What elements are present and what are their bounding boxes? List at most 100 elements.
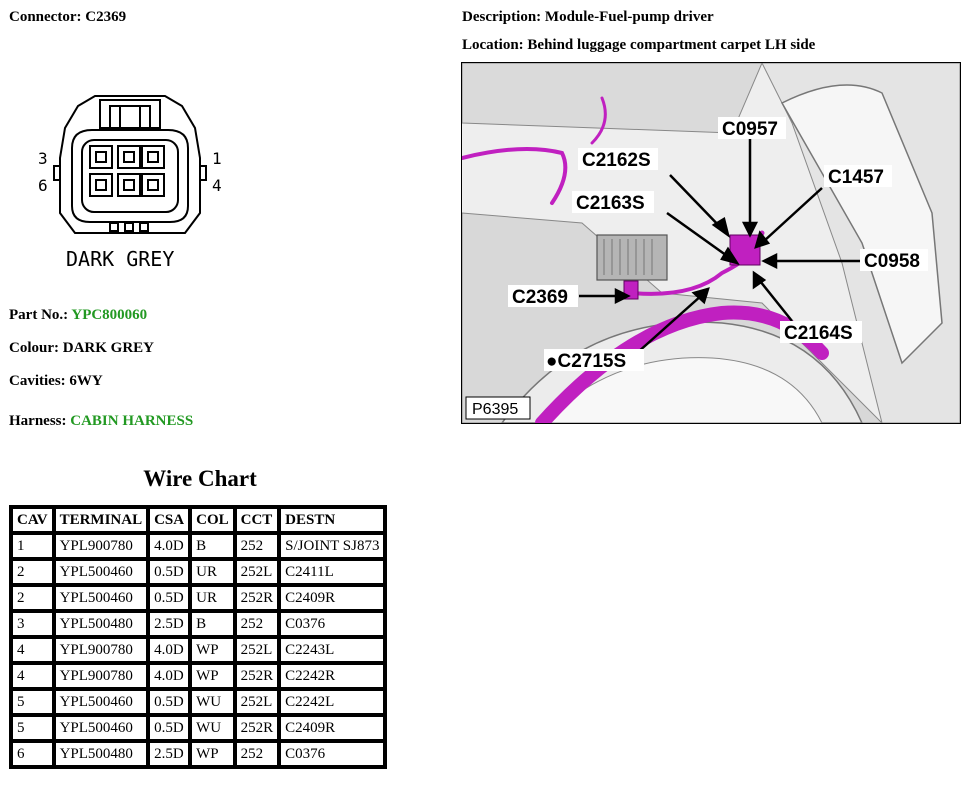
cell-terminal: YPL900780	[53, 637, 149, 663]
header-csa: CSA	[148, 507, 191, 533]
connector-label: Connector:	[9, 9, 82, 25]
cell-col: UR	[190, 559, 235, 585]
callout-c2715s: ●C2715S	[546, 351, 626, 372]
cell-destn: C2411L	[279, 559, 386, 585]
description-label: Description:	[462, 9, 542, 25]
cell-cct: 252	[234, 533, 280, 559]
cavities-line: Cavities: 6WY	[9, 373, 103, 390]
cell-destn: C2242R	[279, 663, 386, 689]
cell-terminal: YPL900780	[53, 663, 149, 689]
cell-col: WP	[190, 663, 235, 689]
part-no-line: Part No.: YPC800060	[9, 307, 147, 324]
pin-label-4: 4	[212, 176, 222, 195]
cell-csa: 4.0D	[148, 663, 191, 689]
colour-label: Colour:	[9, 340, 59, 356]
table-header-row: CAV TERMINAL CSA COL CCT DESTN	[11, 507, 386, 533]
table-row: 2 YPL500460 0.5D UR 252R C2409R	[11, 585, 386, 611]
cell-destn: C2243L	[279, 637, 386, 663]
photo-reference: P6395	[472, 401, 518, 418]
pin-label-3: 3	[38, 149, 48, 168]
table-row: 6 YPL500480 2.5D WP 252 C0376	[11, 741, 386, 767]
cell-cct: 252L	[234, 689, 280, 715]
callout-c2369: C2369	[512, 287, 568, 308]
harness-link[interactable]: CABIN HARNESS	[70, 413, 194, 429]
connector-line: Connector: C2369	[9, 9, 126, 26]
cell-terminal: YPL900780	[53, 533, 149, 559]
callout-c0957: C0957	[722, 119, 778, 140]
description-value: Module-Fuel-pump driver	[544, 9, 714, 25]
cell-col: UR	[190, 585, 235, 611]
location-label: Location:	[462, 37, 524, 53]
table-row: 3 YPL500480 2.5D B 252 C0376	[11, 611, 386, 637]
cell-csa: 0.5D	[148, 689, 191, 715]
callout-c1457: C1457	[828, 167, 884, 188]
cell-cct: 252R	[234, 663, 280, 689]
header-cav: CAV	[11, 507, 54, 533]
pin-label-1: 1	[212, 149, 222, 168]
cell-terminal: YPL500460	[53, 689, 149, 715]
cell-terminal: YPL500480	[53, 741, 149, 767]
colour-line: Colour: DARK GREY	[9, 340, 154, 357]
table-row: 4 YPL900780 4.0D WP 252R C2242R	[11, 663, 386, 689]
harness-line: Harness: CABIN HARNESS	[9, 413, 193, 430]
cell-cav: 1	[11, 533, 54, 559]
cell-destn: C0376	[279, 611, 386, 637]
cell-csa: 0.5D	[148, 585, 191, 611]
table-row: 1 YPL900780 4.0D B 252 S/JOINT SJ873	[11, 533, 386, 559]
cell-cav: 5	[11, 689, 54, 715]
cell-cav: 2	[11, 585, 54, 611]
cell-cav: 3	[11, 611, 54, 637]
cell-destn: C0376	[279, 741, 386, 767]
callout-c0958: C0958	[864, 251, 920, 272]
callout-c2164s: C2164S	[784, 323, 853, 344]
pin-label-6: 6	[38, 176, 48, 195]
cell-destn: S/JOINT SJ873	[279, 533, 386, 559]
diagram-colour-text: DARK GREY	[66, 247, 174, 271]
cell-cct: 252R	[234, 585, 280, 611]
wire-chart-title: Wire Chart	[143, 466, 257, 491]
harness-label: Harness:	[9, 413, 67, 429]
cell-col: WP	[190, 637, 235, 663]
cell-destn: C2409R	[279, 585, 386, 611]
header-cct: CCT	[234, 507, 280, 533]
part-no-label: Part No.:	[9, 307, 69, 323]
description-line: Description: Module-Fuel-pump driver	[462, 9, 714, 26]
cell-csa: 0.5D	[148, 715, 191, 741]
cell-csa: 2.5D	[148, 611, 191, 637]
cell-cav: 2	[11, 559, 54, 585]
colour-value: DARK GREY	[62, 340, 155, 356]
cell-col: WP	[190, 741, 235, 767]
cell-csa: 2.5D	[148, 741, 191, 767]
cell-destn: C2409R	[279, 715, 386, 741]
wire-chart-table: CAV TERMINAL CSA COL CCT DESTN 1 YPL9007…	[9, 505, 388, 769]
part-no-link[interactable]: YPC800060	[71, 307, 148, 323]
table-row: 4 YPL900780 4.0D WP 252L C2243L	[11, 637, 386, 663]
cell-csa: 0.5D	[148, 559, 191, 585]
table-row: 5 YPL500460 0.5D WU 252L C2242L	[11, 689, 386, 715]
cell-col: B	[190, 533, 235, 559]
cell-csa: 4.0D	[148, 533, 191, 559]
callout-c2162s: C2162S	[582, 150, 651, 171]
cell-destn: C2242L	[279, 689, 386, 715]
cell-cct: 252	[234, 741, 280, 767]
cell-col: WU	[190, 715, 235, 741]
cell-csa: 4.0D	[148, 637, 191, 663]
cell-cct: 252	[234, 611, 280, 637]
cell-cav: 4	[11, 637, 54, 663]
callout-c2163s: C2163S	[576, 193, 645, 214]
header-col: COL	[190, 507, 235, 533]
header-destn: DESTN	[279, 507, 386, 533]
cavities-label: Cavities:	[9, 373, 66, 389]
cell-col: B	[190, 611, 235, 637]
cell-cav: 5	[11, 715, 54, 741]
cell-col: WU	[190, 689, 235, 715]
cell-terminal: YPL500460	[53, 585, 149, 611]
location-line: Location: Behind luggage compartment car…	[462, 37, 815, 54]
cell-cav: 6	[11, 741, 54, 767]
cavities-value: 6WY	[69, 373, 103, 389]
cell-cct: 252L	[234, 637, 280, 663]
cell-cct: 252L	[234, 559, 280, 585]
table-row: 2 YPL500460 0.5D UR 252L C2411L	[11, 559, 386, 585]
header-terminal: TERMINAL	[53, 507, 149, 533]
connector-value: C2369	[85, 9, 127, 25]
